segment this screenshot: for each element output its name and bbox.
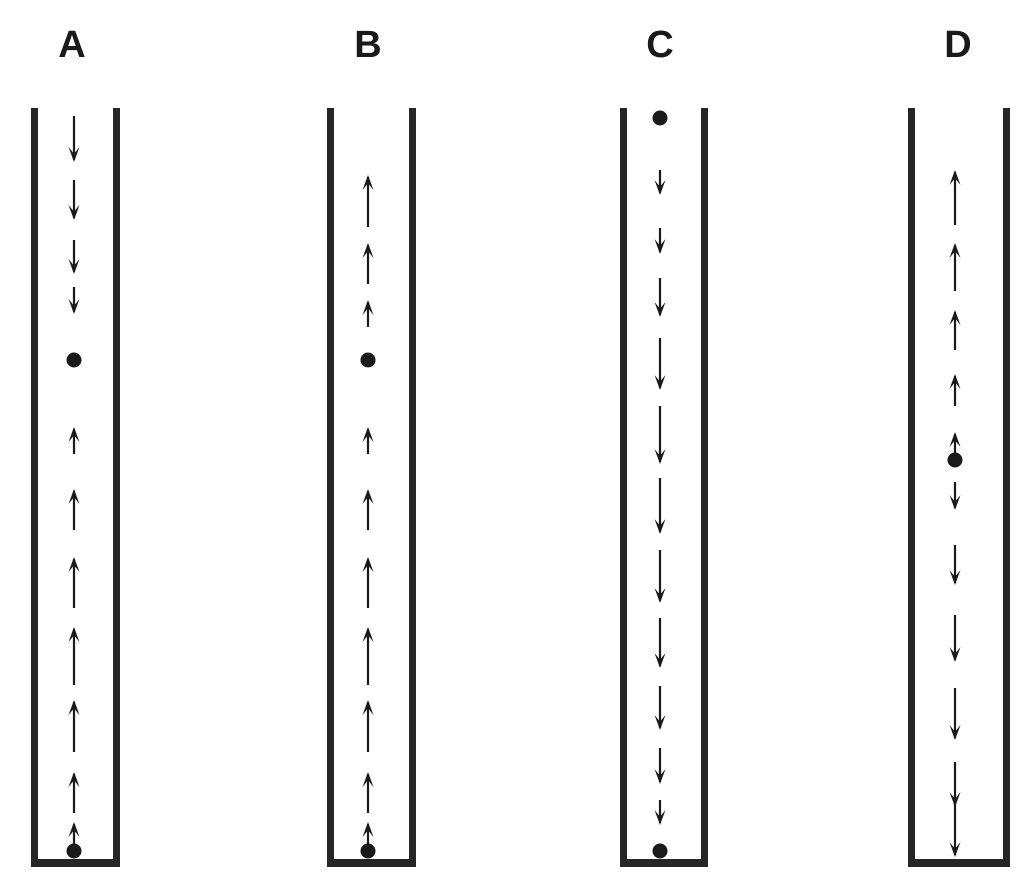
ball-midpoint <box>947 452 963 468</box>
velocity-arrow-up <box>68 700 80 752</box>
velocity-arrow-down <box>68 116 80 162</box>
velocity-arrow-down <box>654 338 666 390</box>
velocity-arrow-up <box>949 374 961 406</box>
velocity-arrow-down <box>654 686 666 730</box>
velocity-arrow-up <box>949 243 961 291</box>
ball-midpoint <box>66 352 82 368</box>
velocity-arrow-up <box>362 243 374 284</box>
velocity-arrow-down <box>949 545 961 585</box>
tube-wall-left <box>620 108 627 867</box>
velocity-arrow-down <box>654 278 666 317</box>
velocity-arrow-up <box>68 627 80 685</box>
velocity-arrow-down <box>654 550 666 603</box>
tube-label-c: C <box>646 24 674 66</box>
velocity-arrow-down <box>949 762 961 807</box>
tube-floor <box>908 859 1010 867</box>
velocity-arrow-up <box>949 432 961 457</box>
velocity-arrow-down <box>654 800 666 825</box>
tube-wall-right <box>409 108 416 867</box>
tube-label-b: B <box>354 24 382 66</box>
tube-floor <box>620 859 708 867</box>
tube-wall-left <box>908 108 915 867</box>
ball-at-floor <box>652 843 668 859</box>
velocity-arrow-up <box>362 427 374 454</box>
velocity-arrow-down <box>949 482 961 510</box>
velocity-arrow-up <box>362 557 374 608</box>
velocity-arrow-down <box>949 688 961 740</box>
tube-floor <box>327 859 416 867</box>
velocity-arrow-down <box>949 615 961 662</box>
tube-wall-left <box>327 108 334 867</box>
velocity-arrow-down <box>949 800 961 857</box>
tube-outline-a <box>31 108 120 867</box>
tube-wall-left <box>31 108 38 867</box>
velocity-arrow-up <box>362 700 374 752</box>
tube-label-a: A <box>58 24 86 66</box>
velocity-arrow-down <box>68 287 80 314</box>
velocity-arrow-down <box>68 180 80 220</box>
velocity-arrow-down <box>654 406 666 464</box>
velocity-arrow-up <box>362 627 374 685</box>
velocity-arrow-up <box>68 772 80 813</box>
velocity-arrow-down <box>654 170 666 195</box>
velocity-arrow-up <box>68 822 80 847</box>
tube-wall-right <box>1003 108 1010 867</box>
ball-at-floor <box>360 843 376 859</box>
tube-outline-b <box>327 108 416 867</box>
tube-label-d: D <box>944 24 972 66</box>
velocity-arrow-down <box>654 618 666 668</box>
velocity-arrow-up <box>362 300 374 327</box>
velocity-arrow-up <box>68 489 80 530</box>
velocity-arrow-up <box>362 772 374 813</box>
velocity-arrow-up <box>68 427 80 454</box>
tube-wall-right <box>701 108 708 867</box>
tube-wall-right <box>113 108 120 867</box>
ball-midpoint <box>360 352 376 368</box>
tube-outline-c <box>620 108 708 867</box>
tube-floor <box>31 859 120 867</box>
velocity-arrow-down <box>68 240 80 274</box>
velocity-arrow-down <box>654 748 666 784</box>
ball-at-floor <box>66 843 82 859</box>
ball-at-top <box>652 110 668 126</box>
velocity-arrow-up <box>362 822 374 847</box>
velocity-arrow-up <box>949 170 961 225</box>
tube-outline-d <box>908 108 1010 867</box>
velocity-arrow-down <box>654 478 666 534</box>
velocity-arrow-up <box>68 557 80 608</box>
velocity-arrow-up <box>362 175 374 227</box>
velocity-arrow-up <box>949 310 961 350</box>
velocity-arrow-up <box>362 489 374 530</box>
velocity-arrow-down <box>654 228 666 254</box>
